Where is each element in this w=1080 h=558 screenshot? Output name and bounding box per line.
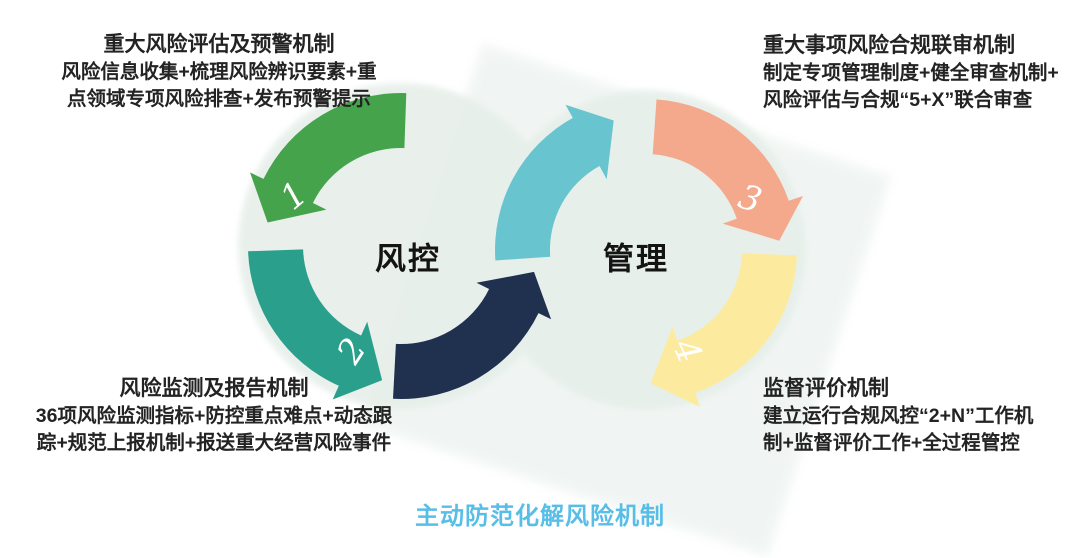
step4-title: 监督评价机制 (763, 377, 889, 400)
step2-text-block: 风险监测及报告机制 36项风险监测指标+防控重点难点+动态跟 踪+规范上报机制+… (25, 375, 403, 457)
step2-arrow (248, 249, 383, 400)
step1-line1: 风险信息收集+梳理风险辨识要素+重 (61, 61, 377, 83)
step1-title: 重大风险评估及预警机制 (103, 33, 335, 56)
step3-line1: 制定专项管理制度+健全审查机制+ (763, 62, 1059, 84)
step1-line2: 点领域专项风险排查+发布预警提示 (67, 88, 371, 110)
step3-arrow (652, 99, 803, 241)
intro-arrow (495, 104, 614, 261)
step2-line2: 踪+规范上报机制+报送重大经营风险事件 (36, 432, 392, 454)
step4-line2: 制+监督评价工作+全过程管控 (763, 432, 1020, 454)
step3-title: 重大事项风险合规联审机制 (763, 34, 1015, 57)
left-cycle-label: 风控 (375, 241, 441, 277)
step2-line1: 36项风险监测指标+防控重点难点+动态跟 (35, 405, 393, 427)
step4-arrow (650, 253, 797, 407)
step3-text-block: 重大事项风险合规联审机制 制定专项管理制度+健全审查机制+ 风险评估与合规“5+… (763, 32, 1059, 114)
step3-line2: 风险评估与合规“5+X”联合审查 (763, 89, 1033, 111)
step2-title: 风险监测及报告机制 (119, 377, 309, 400)
step1-text-block: 重大风险评估及预警机制 风险信息收集+梳理风险辨识要素+重 点领域专项风险排查+… (30, 31, 408, 113)
right-cycle-label: 管理 (603, 241, 669, 277)
link-arrow (393, 271, 552, 400)
step4-text-block: 监督评价机制 建立运行合规风控“2+N”工作机 制+监督评价工作+全过程管控 (763, 375, 1033, 457)
step1-arrow (250, 93, 407, 223)
diagram-caption: 主动防范化解风险机制 (415, 503, 665, 530)
step4-line1: 建立运行合规风控“2+N”工作机 (763, 405, 1034, 427)
